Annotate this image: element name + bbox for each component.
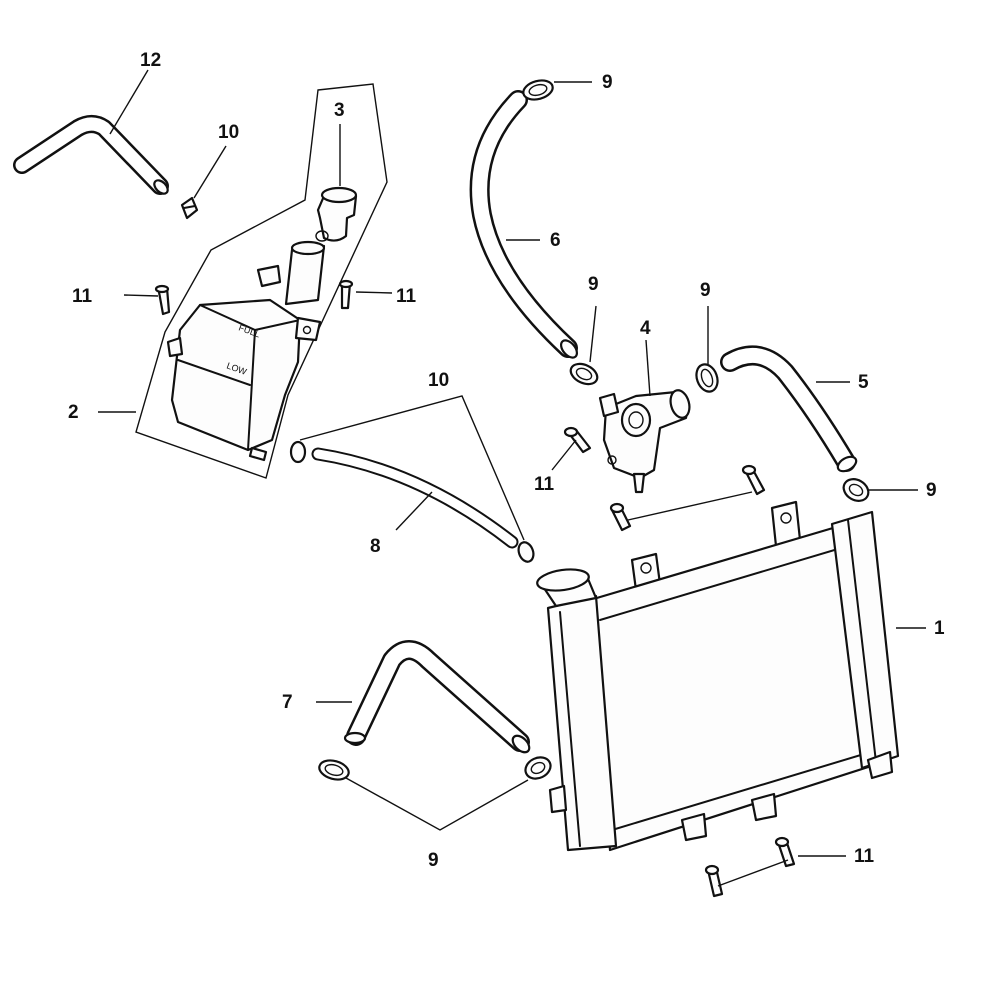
part-9-clamp-a xyxy=(522,79,554,101)
part-11-screw-f xyxy=(704,864,724,898)
callout-5: 5 xyxy=(858,372,869,393)
part-9-clamp-c xyxy=(695,363,719,393)
part-10-clip-left xyxy=(289,440,307,464)
part-11-screw-e xyxy=(741,464,766,496)
callout-8: 8 xyxy=(370,536,381,557)
callout-6: 6 xyxy=(550,230,561,251)
part-4-thermostat-housing xyxy=(598,389,691,494)
callout-1: 1 xyxy=(934,618,945,639)
part-12-overflow-hose xyxy=(13,115,169,195)
callout-10-top: 10 xyxy=(218,122,239,143)
part-7-lower-hose xyxy=(343,640,531,754)
callout-11-bottom: 11 xyxy=(854,846,875,867)
callout-9-right: 9 xyxy=(926,480,937,501)
part-11-screw-a xyxy=(154,284,171,316)
reservoir-group-outline xyxy=(135,83,388,479)
part-9-clamp-d xyxy=(842,478,870,502)
callout-7: 7 xyxy=(282,692,293,713)
callout-9-thermostat-left: 9 xyxy=(588,274,599,295)
part-8-bleed-hose xyxy=(311,447,519,549)
part-10-clip-right xyxy=(517,541,535,563)
part-11-screw-g xyxy=(774,836,796,868)
part-9-clamp-f xyxy=(524,756,552,780)
part-6-upper-hose xyxy=(469,90,579,359)
callout-11-left: 11 xyxy=(72,286,93,307)
screw-link-line-upper xyxy=(627,491,753,521)
callout-11-thermostat: 11 xyxy=(534,474,555,495)
part-9-clamp-e xyxy=(318,759,350,781)
leader-lines xyxy=(98,69,926,857)
callout-4: 4 xyxy=(640,318,651,339)
clip-link-lines xyxy=(299,395,525,541)
part-11-screw-c xyxy=(563,426,592,454)
part-5-right-hose xyxy=(720,345,858,473)
part-9-clamp-b xyxy=(569,362,599,386)
callout-9-top: 9 xyxy=(602,72,613,93)
part-2-reservoir-tank: FULL LOW xyxy=(166,240,326,462)
part-11-screw-b xyxy=(338,279,354,310)
callout-3: 3 xyxy=(334,100,345,121)
callout-10-middle: 10 xyxy=(428,370,449,391)
part-10-hose-clip xyxy=(180,196,199,220)
part-11-screw-d xyxy=(609,502,632,532)
callout-12: 12 xyxy=(140,50,161,71)
callout-2: 2 xyxy=(68,402,79,423)
callout-9-bottom: 9 xyxy=(428,850,439,871)
callout-11-tank-right: 11 xyxy=(396,286,417,307)
callout-9-thermostat-right: 9 xyxy=(700,280,711,301)
screw-link-line-lower xyxy=(717,859,789,887)
part-1-radiator xyxy=(536,500,900,852)
part-3-reservoir-cap xyxy=(315,186,358,242)
callout-labels: 12 10 3 11 11 2 9 6 9 4 9 5 10 11 9 8 1 … xyxy=(68,50,945,871)
